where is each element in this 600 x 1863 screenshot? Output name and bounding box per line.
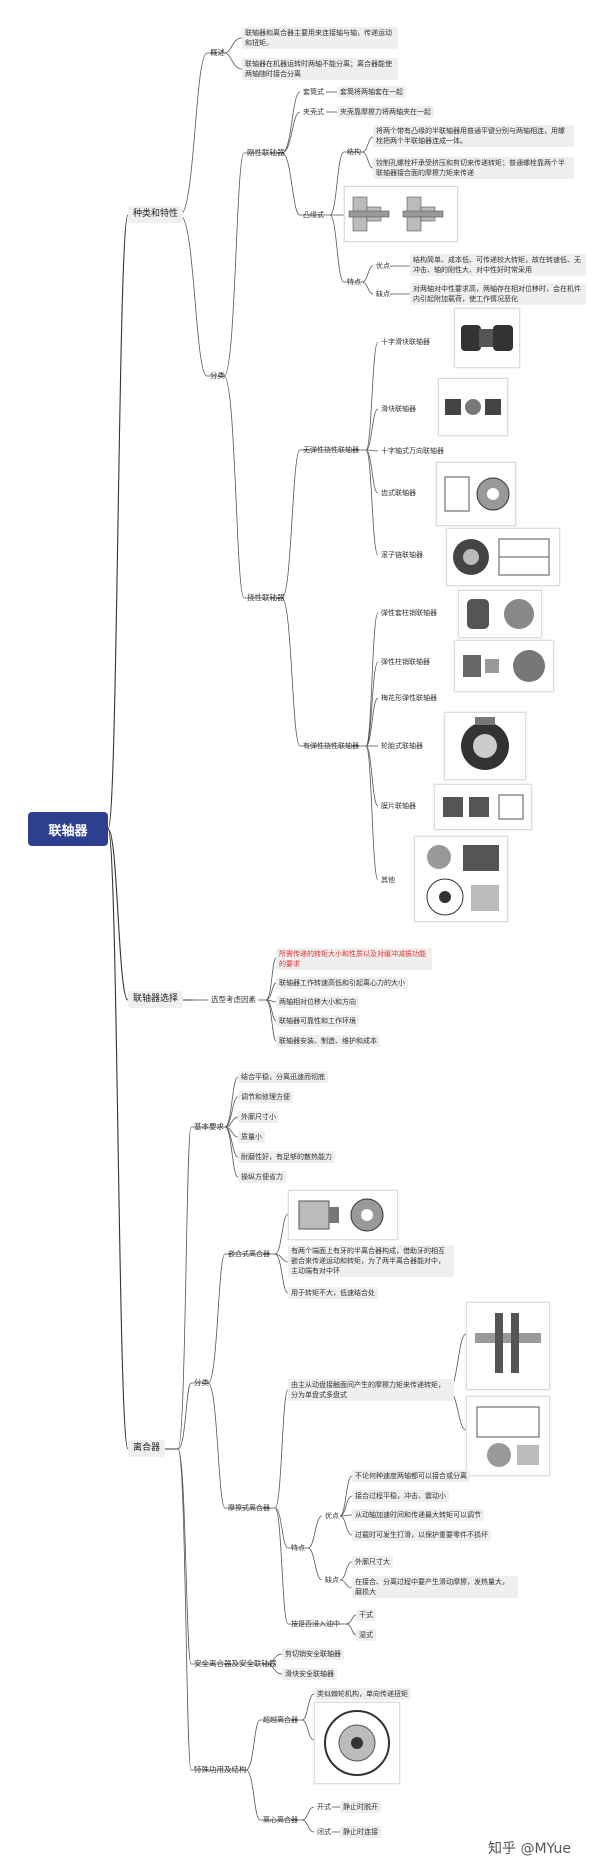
basic-item-2: 调节和修理方便 bbox=[238, 1091, 293, 1103]
topic-clamp[interactable]: 夹壳式 bbox=[303, 108, 324, 116]
topic-centrifugal-clutch[interactable]: 离心离合器 bbox=[263, 1816, 298, 1824]
elastic-pin-coupling-image bbox=[454, 640, 554, 692]
clamp-desc: 夹壳靠摩擦力将两轴夹在一起 bbox=[337, 106, 434, 118]
topic-clutch[interactable]: 离合器 bbox=[128, 1440, 166, 1457]
slider-safety-coupling: 滑块安全联轴器 bbox=[282, 1668, 337, 1680]
multi-plate-clutch-image bbox=[466, 1396, 550, 1476]
topic-coupling-selection[interactable]: 联轴器选择 bbox=[128, 991, 184, 1008]
topic-non-elastic[interactable]: 无弹性挠性联轴器 bbox=[303, 446, 359, 454]
factor-installation: 联轴器安装、制造、维护和成本 bbox=[276, 1035, 380, 1047]
topic-safety-clutch[interactable]: 安全离合器及安全联轴器 bbox=[194, 1659, 277, 1668]
roller-chain-coupling-image bbox=[446, 528, 560, 586]
topic-rigid-coupling[interactable]: 刚性联轴器 bbox=[247, 148, 285, 157]
other-couplings[interactable]: 其他 bbox=[381, 876, 395, 884]
diaphragm-coupling[interactable]: 膜片联轴器 bbox=[381, 802, 416, 810]
single-plate-clutch-image bbox=[466, 1302, 550, 1390]
elastic-sleeve-pin-image bbox=[458, 590, 542, 638]
plum-elastic-coupling[interactable]: 梅花形弹性联轴器 bbox=[381, 694, 437, 702]
gear-coupling[interactable]: 齿式联轴器 bbox=[381, 489, 416, 497]
topic-clutch-classification[interactable]: 分类 bbox=[194, 1378, 209, 1387]
jaw-clutch-desc-2: 用于转矩不大，低速结合处 bbox=[288, 1287, 378, 1299]
friction-pro-1: 不论何种速度两轴都可以接合或分离 bbox=[352, 1470, 470, 1482]
topic-jaw-clutch[interactable]: 嵌合式离合器 bbox=[228, 1250, 270, 1258]
diaphragm-coupling-image bbox=[434, 784, 532, 830]
topic-flange-features[interactable]: 特点 bbox=[347, 278, 361, 286]
topic-sleeve[interactable]: 套筒式 bbox=[303, 88, 324, 96]
topic-overview[interactable]: 概述 bbox=[210, 48, 225, 57]
flange-coupling-image bbox=[344, 186, 458, 242]
basic-item-1: 结合平稳，分离迅速而彻底 bbox=[238, 1071, 328, 1083]
cross-slider-coupling-image bbox=[454, 308, 520, 368]
pros-desc: 结构简单、成本低、可传递较大转矩，故在转速低、无冲击、轴的刚性大、对中性好时常采… bbox=[410, 254, 586, 276]
overrunning-clutch-image bbox=[314, 1702, 400, 1784]
wet-type: 湿式 bbox=[356, 1629, 376, 1641]
friction-con-2: 在接合、分离过程中要产生滑动摩擦，发热量大，磨损大 bbox=[352, 1576, 518, 1598]
basic-item-5: 耐磨性好，有足够的散热能力 bbox=[238, 1151, 335, 1163]
friction-clutch-desc: 由主从动盘接触面间产生的摩擦力矩来传递转矩，分为单盘式多盘式 bbox=[288, 1379, 454, 1401]
overrunning-desc: 类似棘轮机构，单向传递扭矩 bbox=[314, 1688, 411, 1700]
topic-elastic[interactable]: 有弹性挠性联轴器 bbox=[303, 742, 359, 750]
slider-coupling-image bbox=[438, 378, 508, 436]
basic-item-6: 操纵方便省力 bbox=[238, 1171, 286, 1183]
overview-text-1: 联轴器和离合器主要用来连接轴与轴，传递运动和扭矩。 bbox=[242, 27, 398, 49]
elastic-pin-coupling[interactable]: 弹性柱销联轴器 bbox=[381, 658, 430, 666]
topic-classification[interactable]: 分类 bbox=[210, 371, 225, 380]
jaw-clutch-desc-1: 有两个端面上有牙的半离合器构成，借助牙的相互嵌合来传递运动和转矩，为了两半离合器… bbox=[288, 1245, 454, 1277]
factor-displacement: 两轴相对位移大小和方向 bbox=[276, 996, 359, 1008]
other-couplings-image bbox=[414, 836, 508, 922]
topic-pros[interactable]: 优点 bbox=[376, 262, 390, 270]
friction-pro-4: 过载时可发生打滑，以保护重要零件不损坏 bbox=[352, 1529, 491, 1541]
basic-item-3: 外廓尺寸小 bbox=[238, 1111, 279, 1123]
overview-text-2: 联轴器在机器运转时两轴不能分离；离合器能使两轴随时接合分离 bbox=[242, 58, 398, 80]
topic-cons[interactable]: 缺点 bbox=[376, 290, 390, 298]
factor-speed: 联轴器工作转速高低和引起离心力的大小 bbox=[276, 977, 408, 989]
dry-type: 干式 bbox=[356, 1609, 376, 1621]
topic-basic-requirements[interactable]: 基本要求 bbox=[194, 1122, 224, 1131]
root-topic[interactable]: 联轴器 bbox=[28, 812, 108, 846]
structure-text-1: 将两个带有凸缘的半联轴器用普通平键分别与两轴相连，用螺栓把两个半联轴器连成一体。 bbox=[373, 125, 574, 147]
topic-structure[interactable]: 结构 bbox=[347, 148, 361, 156]
topic-selection-factors[interactable]: 选型考虑因素 bbox=[211, 995, 256, 1004]
topic-friction-features[interactable]: 特点 bbox=[291, 1544, 305, 1552]
slider-coupling[interactable]: 滑块联轴器 bbox=[381, 405, 416, 413]
watermark: 知乎 @MYue bbox=[488, 1841, 571, 1857]
factor-torque: 所需传递的转矩大小和性质以及对缓冲减振功能的要求 bbox=[276, 948, 432, 970]
elastic-sleeve-pin-coupling[interactable]: 弹性套柱销联轴器 bbox=[381, 609, 437, 617]
shear-pin-coupling: 剪切销安全联轴器 bbox=[282, 1648, 344, 1660]
topic-flange[interactable]: 凸缘式 bbox=[303, 211, 324, 219]
friction-con-1: 外廓尺寸大 bbox=[352, 1556, 393, 1568]
topic-oil-immersion[interactable]: 按是否浸入油中 bbox=[291, 1620, 340, 1628]
friction-pro-3: 从动轴加速时间和传递最大转矩可以调节 bbox=[352, 1509, 484, 1521]
gear-coupling-image bbox=[436, 462, 516, 526]
friction-pro-2: 接合过程平稳，冲击、震动小 bbox=[352, 1490, 449, 1502]
topic-overrunning-clutch[interactable]: 超越离合器 bbox=[263, 1716, 298, 1724]
topic-friction-cons[interactable]: 缺点 bbox=[325, 1576, 339, 1584]
structure-text-2: 铰制孔螺栓杆承受挤压和剪切来传递转矩；普通螺栓靠两个半联轴器接合面的摩擦力矩来传… bbox=[373, 157, 574, 179]
basic-item-4: 质量小 bbox=[238, 1131, 265, 1143]
factor-reliability: 联轴器可靠性和工作环境 bbox=[276, 1015, 359, 1027]
closed-type-desc: 静止时连接 bbox=[340, 1826, 381, 1838]
topic-flexible-coupling[interactable]: 挠性联轴器 bbox=[247, 593, 285, 602]
tire-coupling-image bbox=[444, 712, 526, 780]
topic-friction-pros[interactable]: 优点 bbox=[325, 1512, 339, 1520]
tire-coupling[interactable]: 轮胎式联轴器 bbox=[381, 742, 423, 750]
cross-slider-coupling[interactable]: 十字滑块联轴器 bbox=[381, 338, 430, 346]
topic-special-clutch[interactable]: 特殊功用及结构 bbox=[194, 1765, 247, 1774]
universal-joint-coupling[interactable]: 十字轴式万向联轴器 bbox=[381, 447, 444, 455]
topic-closed-type[interactable]: 闭式 bbox=[317, 1828, 331, 1836]
open-type-desc: 静止时脱开 bbox=[340, 1801, 381, 1813]
cons-desc: 对两轴对中性要求高，两轴存在相对位移时，会在机件内引起附加载荷，使工作情况恶化 bbox=[410, 283, 586, 305]
sleeve-desc: 套筒将两轴套在一起 bbox=[337, 86, 406, 98]
topic-friction-clutch[interactable]: 摩擦式离合器 bbox=[228, 1504, 270, 1512]
topic-types-and-properties[interactable]: 种类和特性 bbox=[128, 206, 184, 223]
jaw-clutch-image bbox=[288, 1190, 398, 1240]
topic-open-type[interactable]: 开式 bbox=[317, 1803, 331, 1811]
roller-chain-coupling[interactable]: 滚子链联轴器 bbox=[381, 551, 423, 559]
